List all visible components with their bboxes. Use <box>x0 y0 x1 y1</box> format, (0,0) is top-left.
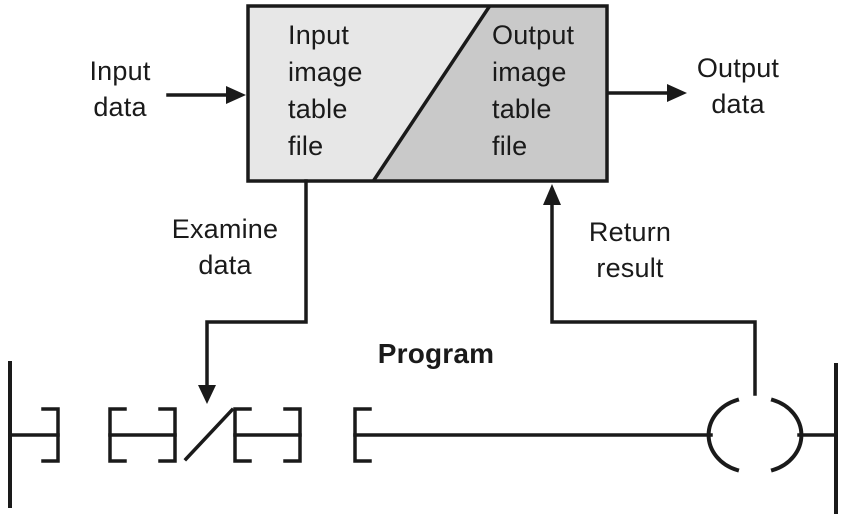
examine-data-arrowhead <box>198 385 216 404</box>
contact-normally-open-1 <box>41 407 127 463</box>
return-result-path <box>550 201 757 396</box>
input-data-label: Input data <box>89 56 151 122</box>
output-data-arrowhead <box>667 84 687 102</box>
coil-left-arc <box>706 397 740 473</box>
return-result-arrowhead <box>543 184 561 205</box>
image-table-diagonal-divider <box>371 4 492 183</box>
contact-normally-open-2 <box>283 407 372 463</box>
contact-normally-closed <box>158 407 252 463</box>
output-image-table-label: Output image table file <box>492 20 575 161</box>
input-image-table-region <box>249 7 489 180</box>
program-label: Program <box>377 338 495 369</box>
examine-data-path <box>205 179 308 389</box>
image-table-box-border <box>246 4 609 183</box>
return-result-label: Return result <box>588 217 672 283</box>
output-coil <box>706 397 804 473</box>
normally-closed-slash <box>183 407 235 462</box>
input-image-table-label: Input image table file <box>288 20 363 161</box>
input-data-arrowhead <box>226 86 246 104</box>
coil-right-arc <box>770 397 804 473</box>
output-data-label: Output data <box>696 53 780 119</box>
examine-data-label: Examine data <box>171 214 279 280</box>
output-image-table-region <box>374 7 606 180</box>
